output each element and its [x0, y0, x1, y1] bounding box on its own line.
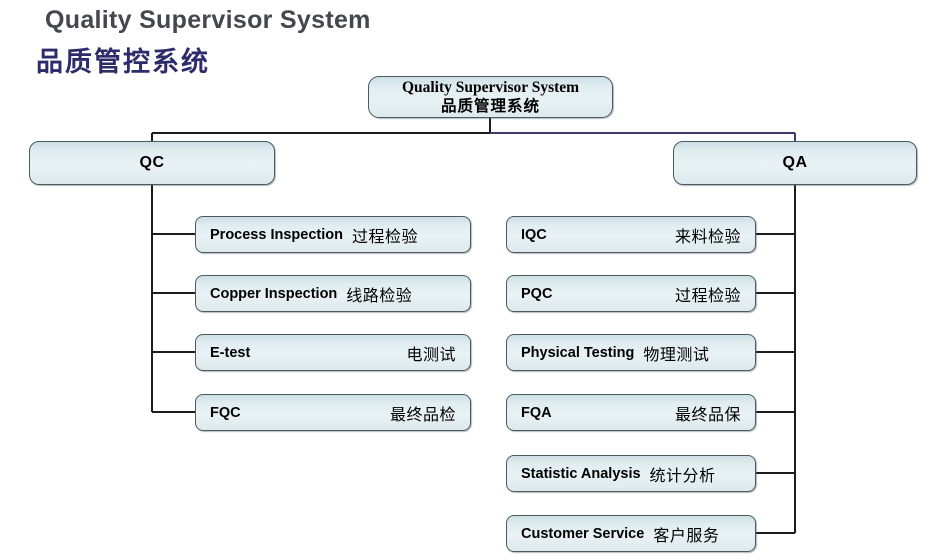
- node-copper-inspection-label-zh: 线路检验: [346, 287, 413, 305]
- node-qc-label: QC: [139, 154, 165, 171]
- node-pqc-label-zh: 过程检验: [674, 287, 741, 305]
- node-e-test[interactable]: E-test 电测试: [195, 334, 471, 371]
- node-qc[interactable]: QC: [29, 141, 275, 185]
- node-qa-label: QA: [782, 154, 808, 171]
- node-root-label-en: Quality Supervisor System: [401, 79, 580, 96]
- node-iqc[interactable]: IQC 来料检验: [506, 216, 756, 253]
- node-process-inspection[interactable]: Process Inspection 过程检验: [195, 216, 471, 253]
- node-fqa-label-en: FQA: [521, 404, 552, 421]
- node-statistic-analysis-label-en: Statistic Analysis: [521, 465, 641, 482]
- node-process-inspection-label-en: Process Inspection: [210, 226, 343, 243]
- node-qa[interactable]: QA: [673, 141, 917, 185]
- node-root-label-zh: 品质管理系统: [440, 98, 540, 115]
- page-title-english: Quality Supervisor System: [45, 6, 371, 34]
- node-pqc[interactable]: PQC 过程检验: [506, 275, 756, 312]
- node-fqa[interactable]: FQA 最终品保: [506, 394, 756, 431]
- node-fqc[interactable]: FQC 最终品检: [195, 394, 471, 431]
- node-statistic-analysis[interactable]: Statistic Analysis 统计分析: [506, 455, 756, 492]
- node-customer-service-label-zh: 客户服务: [653, 527, 720, 545]
- node-physical-testing-label-zh: 物理测试: [643, 346, 710, 364]
- node-copper-inspection-label-en: Copper Inspection: [210, 285, 338, 302]
- node-e-test-label-en: E-test: [210, 344, 251, 361]
- node-e-test-label-zh: 电测试: [406, 346, 456, 364]
- node-process-inspection-label-zh: 过程检验: [351, 228, 418, 246]
- node-fqc-label-zh: 最终品检: [389, 406, 456, 424]
- page-title-chinese: 品质管控系统: [36, 47, 210, 77]
- node-physical-testing[interactable]: Physical Testing 物理测试: [506, 334, 756, 371]
- node-fqa-label-zh: 最终品保: [674, 406, 741, 424]
- node-root[interactable]: Quality Supervisor System 品质管理系统: [368, 76, 613, 118]
- node-physical-testing-label-en: Physical Testing: [521, 344, 635, 361]
- node-statistic-analysis-label-zh: 统计分析: [649, 467, 716, 485]
- node-customer-service[interactable]: Customer Service 客户服务: [506, 515, 756, 552]
- node-pqc-label-en: PQC: [521, 285, 553, 302]
- node-fqc-label-en: FQC: [210, 404, 241, 421]
- node-copper-inspection[interactable]: Copper Inspection 线路检验: [195, 275, 471, 312]
- node-customer-service-label-en: Customer Service: [521, 525, 645, 542]
- node-iqc-label-en: IQC: [521, 226, 547, 243]
- node-iqc-label-zh: 来料检验: [674, 228, 741, 246]
